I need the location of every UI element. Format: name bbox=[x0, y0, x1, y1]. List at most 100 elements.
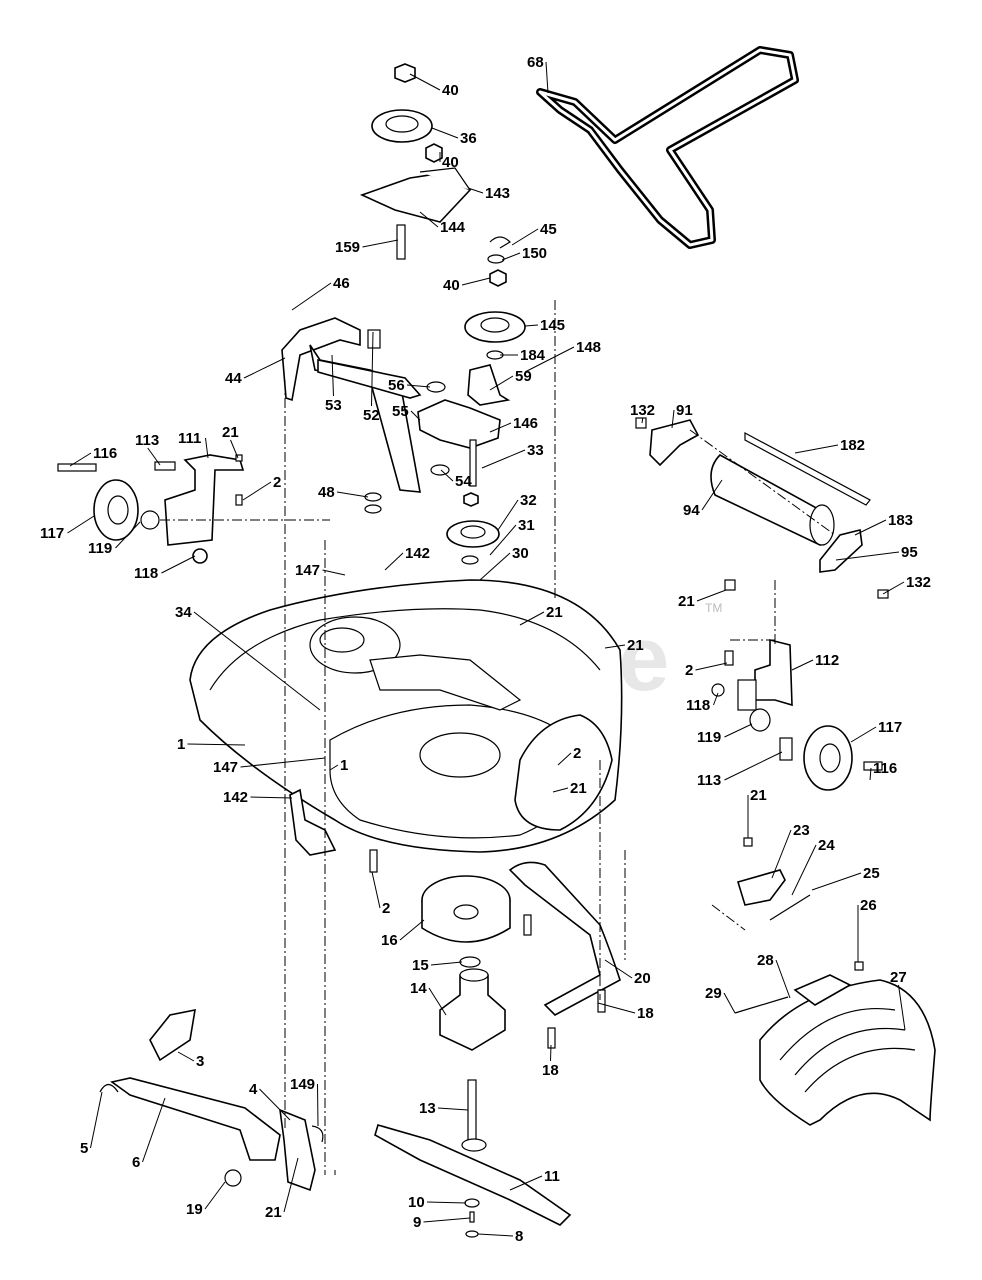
part-callout-p36: 36 bbox=[460, 130, 477, 147]
leader-line-p6 bbox=[142, 1097, 166, 1163]
leader-line-p119b bbox=[724, 723, 753, 738]
part-callout-p54: 54 bbox=[455, 473, 472, 490]
top-idler-assembly bbox=[359, 63, 472, 260]
part-callout-p10: 10 bbox=[408, 1194, 425, 1211]
part-callout-p32: 32 bbox=[520, 492, 537, 509]
leader-line-p24 bbox=[791, 844, 817, 896]
leader-line-p45 bbox=[511, 228, 539, 246]
leader-line-p18a bbox=[597, 1002, 636, 1014]
leader-line-p147b bbox=[240, 757, 326, 768]
leader-line-p52 bbox=[371, 331, 374, 407]
part-callout-p40a: 40 bbox=[442, 82, 459, 99]
part-callout-p149: 149 bbox=[290, 1076, 315, 1093]
part-callout-p21b: 21 bbox=[546, 604, 563, 621]
part-callout-p159: 159 bbox=[335, 239, 360, 256]
leader-line-p55 bbox=[410, 410, 421, 421]
leader-line-p40c bbox=[461, 277, 491, 286]
leader-line-p5 bbox=[90, 1091, 103, 1149]
part-callout-p18b: 18 bbox=[542, 1062, 559, 1079]
leader-line-p9 bbox=[423, 1217, 471, 1223]
part-callout-p113b: 113 bbox=[697, 772, 721, 789]
part-callout-p2a: 2 bbox=[273, 474, 281, 491]
leader-line-p32 bbox=[497, 499, 519, 531]
part-callout-p142a: 142 bbox=[405, 545, 430, 562]
part-callout-p119b: 119 bbox=[697, 729, 721, 746]
leader-line-p20 bbox=[604, 959, 633, 979]
leader-line-p143 bbox=[467, 187, 484, 194]
part-callout-p9: 9 bbox=[413, 1214, 421, 1231]
leader-line-p119a bbox=[115, 521, 141, 549]
part-callout-p46: 46 bbox=[333, 275, 350, 292]
part-callout-p94: 94 bbox=[683, 502, 700, 519]
part-callout-p21d: 21 bbox=[627, 637, 644, 654]
leader-line-p13 bbox=[437, 1107, 469, 1111]
leader-line-p46 bbox=[291, 282, 332, 311]
leader-line-p15 bbox=[430, 961, 463, 966]
part-callout-p91: 91 bbox=[676, 402, 693, 419]
leader-line-p27 bbox=[898, 984, 906, 1031]
leader-line-p142a bbox=[384, 552, 404, 571]
center-idler-assembly bbox=[417, 236, 526, 565]
leader-line-p54 bbox=[440, 469, 454, 482]
part-callout-p183: 183 bbox=[888, 512, 913, 529]
part-callout-p45: 45 bbox=[540, 221, 557, 238]
leader-line-p147a bbox=[322, 569, 346, 576]
leader-line-p23 bbox=[771, 829, 792, 879]
part-callout-p18a: 18 bbox=[637, 1005, 654, 1022]
leader-line-p111 bbox=[205, 437, 209, 459]
part-callout-p117a: 117 bbox=[40, 525, 64, 542]
part-callout-p59: 59 bbox=[515, 368, 532, 385]
anti-scalp-roller-assembly bbox=[635, 417, 889, 599]
belt-guard bbox=[281, 317, 361, 402]
spindle-and-blade-stack bbox=[374, 875, 572, 1238]
part-callout-p8: 8 bbox=[515, 1228, 523, 1245]
leader-line-p132b bbox=[882, 581, 905, 595]
leader-line-p149 bbox=[317, 1083, 319, 1127]
leader-line-p2b bbox=[695, 662, 728, 671]
leader-line-p68 bbox=[545, 61, 549, 94]
leader-line-p117a bbox=[67, 515, 95, 534]
part-callout-p113a: 113 bbox=[135, 432, 159, 449]
leader-line-p14 bbox=[428, 987, 447, 1016]
mower-deck bbox=[189, 579, 623, 853]
leader-line-p1a bbox=[187, 743, 246, 746]
part-callout-p2c: 2 bbox=[573, 745, 581, 762]
drive-belt bbox=[536, 46, 799, 249]
idler-arm bbox=[309, 329, 422, 514]
leader-line-p33 bbox=[481, 449, 526, 469]
leader-line-p116a bbox=[69, 452, 92, 467]
leader-lines bbox=[67, 61, 906, 1237]
part-callout-p1b: 1 bbox=[340, 757, 348, 774]
leader-line-p1b bbox=[329, 764, 339, 771]
leader-line-p40a bbox=[409, 73, 441, 91]
part-callout-p33: 33 bbox=[527, 442, 544, 459]
part-callout-p28: 28 bbox=[757, 952, 774, 969]
leader-line-p16 bbox=[399, 919, 425, 941]
part-callout-p23: 23 bbox=[793, 822, 810, 839]
part-callout-p48: 48 bbox=[318, 484, 335, 501]
leader-line-p21b bbox=[519, 611, 545, 626]
part-callout-p148: 148 bbox=[576, 339, 601, 356]
part-callout-p142b: 142 bbox=[223, 789, 248, 806]
deflector-hinge-parts bbox=[734, 837, 864, 1014]
part-callout-p116a: 116 bbox=[93, 445, 117, 462]
leader-line-p145 bbox=[524, 324, 539, 327]
part-callout-p16: 16 bbox=[381, 932, 398, 949]
part-callout-p147b: 147 bbox=[213, 759, 238, 776]
leader-line-p2d bbox=[371, 871, 381, 909]
part-callout-p26: 26 bbox=[860, 897, 877, 914]
leader-line-p142b bbox=[250, 796, 293, 799]
leader-line-p117b bbox=[850, 726, 877, 743]
part-callout-p19: 19 bbox=[186, 1201, 203, 1218]
part-callout-p112: 112 bbox=[815, 652, 839, 669]
leader-line-p44 bbox=[243, 357, 286, 379]
leader-line-p8 bbox=[477, 1233, 514, 1237]
leader-line-p146 bbox=[489, 422, 512, 433]
part-callout-p68: 68 bbox=[527, 54, 544, 71]
leader-line-p182 bbox=[794, 444, 839, 454]
part-callout-p3: 3 bbox=[196, 1053, 204, 1070]
leader-line-p21g bbox=[283, 1157, 299, 1213]
leader-line-p148 bbox=[524, 346, 575, 373]
